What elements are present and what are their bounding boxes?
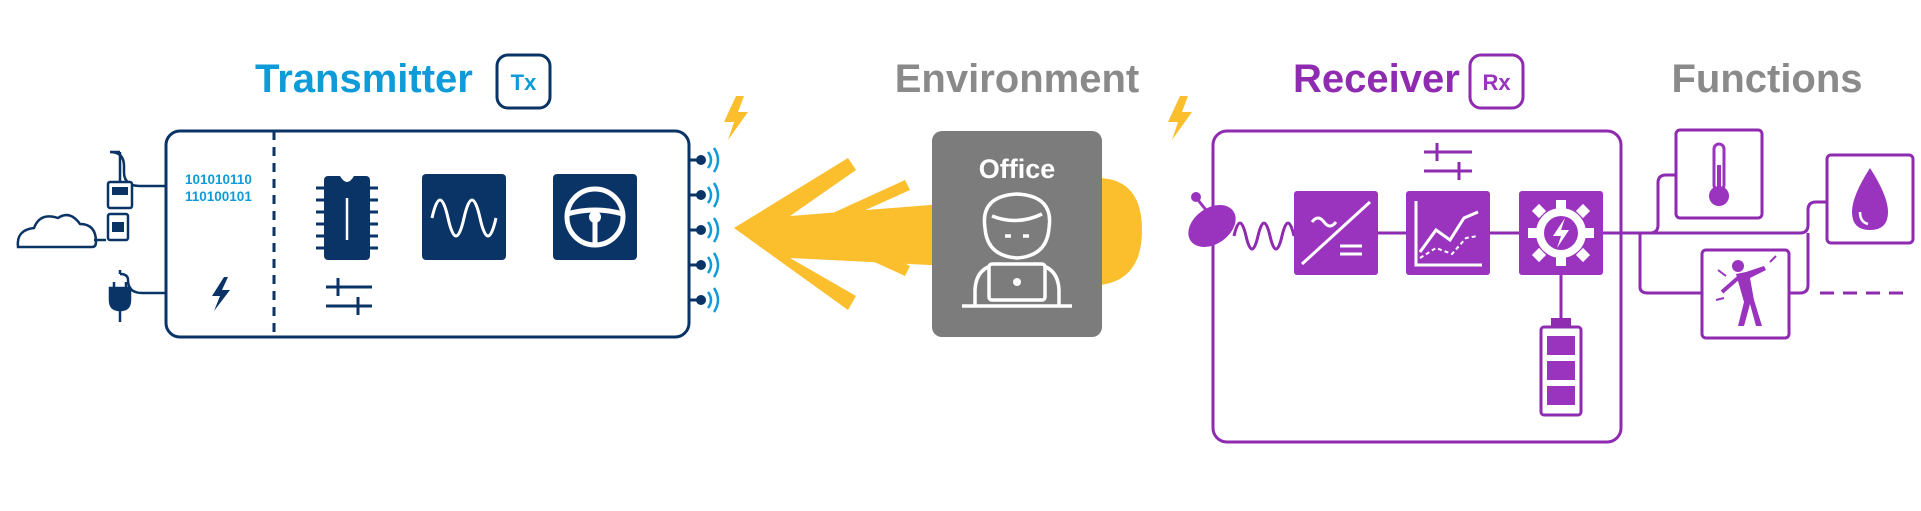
- rx-badge: Rx: [1468, 53, 1525, 110]
- person-laptop-icon: [962, 192, 1072, 308]
- power-plug-icon: [108, 270, 166, 322]
- receiver-wave: [1232, 221, 1296, 251]
- receiver-box: [1211, 129, 1623, 444]
- line-chart-icon: [1406, 191, 1490, 275]
- tx-badge-label: Tx: [511, 70, 537, 95]
- office-label: Office: [979, 154, 1056, 184]
- functions-heading: Functions: [1671, 57, 1862, 101]
- cloud-icon: [16, 213, 98, 249]
- battery-icon: [1539, 318, 1583, 417]
- receiver-heading: Receiver: [1293, 57, 1460, 101]
- binary-data-line-2: 110100101: [185, 189, 252, 204]
- transmitter-box: [164, 129, 691, 339]
- waveform-icon: [422, 174, 506, 260]
- transmitter-heading: Transmitter: [255, 57, 473, 101]
- water-drop-icon: [1825, 153, 1915, 245]
- slider-controls-icon: [326, 278, 372, 315]
- binary-data-line-1: 101010110: [185, 172, 252, 187]
- steering-wheel-icon: [553, 174, 637, 260]
- environment-heading: Environment: [895, 57, 1139, 101]
- lightning-bolt-right: [1168, 96, 1192, 140]
- ethernet-plug-icon: [106, 150, 166, 242]
- satellite-dish-icon: [1188, 192, 1236, 247]
- antenna-array-icon: [689, 147, 720, 313]
- lightning-icon: [212, 277, 230, 311]
- person-motion-icon: [1700, 248, 1791, 340]
- rx-badge-label: Rx: [1482, 70, 1511, 95]
- microchip-icon: [316, 176, 378, 260]
- thermometer-icon: [1674, 128, 1764, 220]
- lightning-bolt-left: [724, 96, 748, 140]
- power-gear-icon: [1519, 191, 1603, 275]
- slider-controls-icon: [1424, 143, 1472, 180]
- functions-connectors: [1621, 173, 1827, 295]
- ac-dc-converter-icon: [1294, 191, 1378, 275]
- tx-badge: Tx: [495, 53, 552, 110]
